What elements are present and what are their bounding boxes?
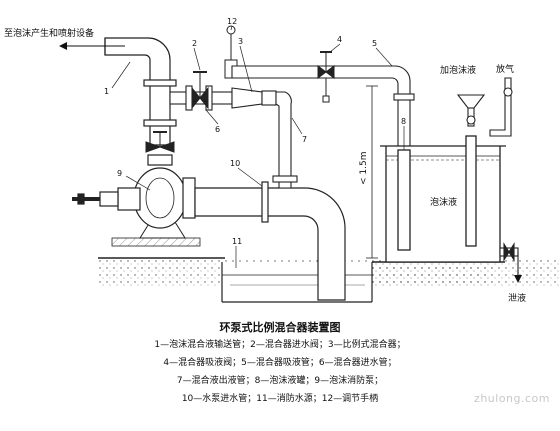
- add-foam-label: 加泡沫液: [440, 64, 476, 76]
- part-number-12: 12: [227, 17, 237, 26]
- part-number-1: 1: [104, 87, 109, 96]
- mixture-outlet-pipe: [272, 91, 298, 189]
- height-label: < 1.5m: [359, 152, 369, 185]
- vent-label: 放气: [496, 63, 514, 75]
- part-number-6: 6: [215, 125, 220, 134]
- legend-line-2: 4—混合器吸液阀；5—混合器吸液管；6—混合器进水管；: [163, 358, 397, 368]
- part-number-5: 5: [372, 39, 377, 48]
- pump-inlet-pipe: [194, 181, 346, 301]
- leader-lines: [111, 25, 405, 268]
- part-number-7: 7: [302, 135, 307, 144]
- part-number-9: 9: [117, 169, 122, 178]
- legend-line-3: 7—混合液出液管；8—泡沫液罐；9—泡沫消防泵；: [176, 376, 384, 386]
- fire-pump: [72, 154, 196, 229]
- pipe-valve: [145, 131, 175, 153]
- suction-pipe: [231, 65, 415, 151]
- drain-label: 泄液: [508, 292, 526, 304]
- foam-tank: [380, 135, 506, 263]
- watermark: zhulong.com: [474, 392, 550, 405]
- suction-valve: [317, 51, 335, 103]
- vent-pipe: [489, 77, 513, 137]
- legend-line-4: 10—水泵进水管；11—消防水源；12—调节手柄: [181, 394, 379, 404]
- part-number-10: 10: [230, 159, 240, 168]
- legend-line-1: 1—泡沫混合液输送管；2—混合器进水阀；3—比例式混合器；: [154, 340, 406, 350]
- foam-liquid-label: 泡沫液: [430, 196, 457, 208]
- part-number-8: 8: [401, 117, 406, 126]
- apparatus-diagram: 至泡沫产生和喷射设备 放气 加泡沫液 < 1.5m 泡沫液 泄液 1 2 3 4…: [4, 17, 560, 304]
- mixer-inlet-valve: [191, 71, 209, 110]
- drain-valve: [499, 242, 519, 275]
- outflow-label: 至泡沫产生和喷射设备: [4, 27, 94, 39]
- funnel-icon: [456, 94, 486, 127]
- foam-delivery-pipe: [104, 37, 177, 146]
- part-number-3: 3: [238, 37, 243, 46]
- part-number-11: 11: [232, 237, 242, 246]
- height-dimension: [366, 85, 378, 259]
- proportional-mixer: [231, 87, 277, 109]
- diagram-title: 环泵式比例混合器装置图: [219, 321, 341, 334]
- part-number-4: 4: [337, 35, 342, 44]
- part-number-2: 2: [192, 39, 197, 48]
